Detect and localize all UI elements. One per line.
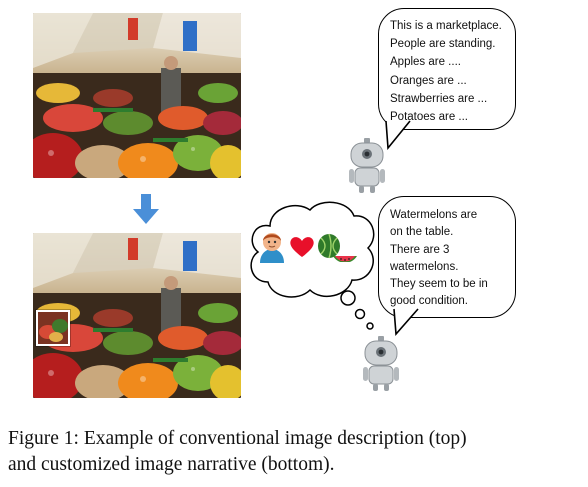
bubble-text-line: There are 3 [390, 243, 450, 256]
bubble-text-line: Oranges are ... [390, 74, 467, 87]
person-avatar-icon [260, 233, 284, 263]
conventional-description-bubble: This is a marketplace. People are standi… [378, 8, 516, 130]
bubble-text-line: on the table. [390, 226, 454, 239]
speech-bubble-tail [393, 308, 420, 336]
bubble-text-line: Watermelons are [390, 209, 478, 221]
heart-icon [290, 237, 314, 257]
down-arrow-icon [133, 194, 159, 224]
market-photo-top [33, 13, 241, 178]
bubble-text-line: good condition. [390, 295, 469, 308]
bubble-text-line: People are standing. [390, 38, 496, 51]
watermelon-icon [318, 233, 357, 262]
watermelon-crop-highlight [36, 310, 70, 346]
caption-line: Figure 1: Example of conventional image … [8, 428, 467, 449]
customized-narrative-bubble: Watermelons are on the table. There are … [378, 196, 516, 318]
figure: This is a marketplace. People are standi… [33, 8, 516, 398]
robot-icon [363, 336, 399, 391]
figure-caption: Figure 1: Example of conventional image … [8, 426, 586, 478]
bubble-text-line: Strawberries are ... [390, 92, 488, 105]
bubble-text-line: Apples are .... [390, 56, 461, 69]
bubble-text-line: This is a marketplace. [390, 20, 502, 32]
robot-icon [349, 138, 385, 193]
caption-line: and customized image narrative (bottom). [8, 454, 335, 475]
bubble-text-line: They seem to be in [390, 278, 488, 291]
bubble-text-line: watermelons. [390, 260, 459, 273]
thought-cloud [250, 201, 375, 330]
speech-bubble-tail [385, 120, 412, 150]
